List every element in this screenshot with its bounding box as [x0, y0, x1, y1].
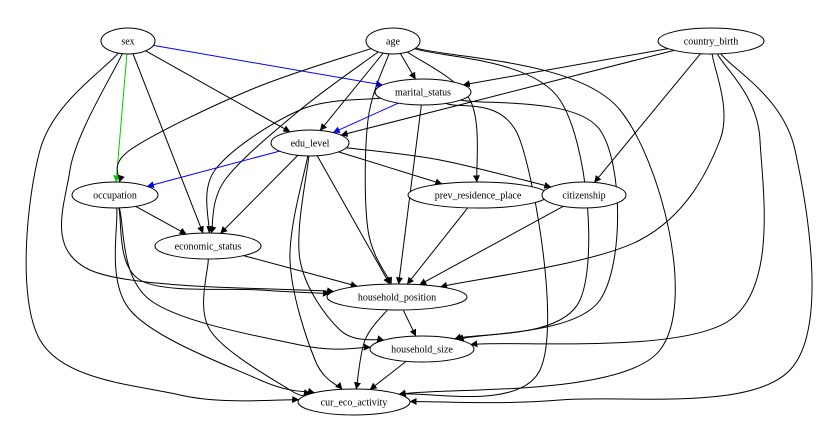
edge-age-to-household_position [364, 53, 392, 285]
edge-age-to-occupation [116, 48, 372, 183]
node-economic_status-label: economic_status [175, 242, 242, 253]
edge-country_birth-to-household_size [470, 53, 765, 348]
node-occupation-ellipse [71, 181, 159, 209]
node-sex: sex [100, 27, 156, 55]
edge-occupation-to-economic_status [135, 205, 187, 235]
node-marital_status-ellipse [374, 78, 472, 106]
node-household_position: household_position [326, 283, 468, 311]
edge-occupation-to-cur_eco_activity [114, 207, 315, 395]
edge-country_birth-to-citizenship [594, 53, 701, 183]
node-age-ellipse [365, 27, 421, 55]
edge-occupation-to-household_size [118, 207, 371, 351]
edge-marital_status-to-edu_level [332, 102, 399, 133]
node-prev_residence_place-label: prev_residence_place [435, 191, 522, 202]
node-edu_level-ellipse [270, 129, 350, 157]
node-edu_level-label: edu_level [291, 139, 330, 150]
edge-age-to-edu_level [319, 52, 384, 131]
edge-household_position-to-household_size [402, 309, 417, 337]
edge-sex-to-economic_status [132, 53, 204, 234]
edge-edu_level-to-economic_status [220, 154, 299, 234]
node-marital_status: marital_status [374, 78, 472, 106]
node-occupation: occupation [71, 181, 159, 209]
edge-edu_level-to-cur_eco_activity [289, 155, 343, 390]
node-cur_eco_activity-label: cur_eco_activity [321, 398, 388, 409]
edge-age-to-economic_status [209, 51, 379, 234]
node-household_position-label: household_position [358, 293, 436, 304]
nodes-layer: sex age country_birth marital_status edu_lev… [71, 27, 765, 416]
edge-edu_level-to-household_size [298, 155, 385, 343]
node-economic_status: economic_status [154, 232, 262, 260]
edge-country_birth-to-marital_status [462, 48, 669, 88]
edge-age-to-cur_eco_activity [398, 47, 676, 397]
edge-age-to-marital_status [399, 53, 416, 80]
node-marital_status-label: marital_status [395, 88, 451, 99]
node-country_birth: country_birth [657, 27, 765, 55]
node-age: age [365, 27, 421, 55]
edge-edu_level-to-citizenship [346, 147, 552, 189]
edge-prev_residence_place-to-household_position [406, 207, 469, 285]
edge-marital_status-to-household_size [456, 99, 619, 341]
node-citizenship: citizenship [541, 181, 627, 209]
node-citizenship-ellipse [541, 181, 627, 209]
node-sex-label: sex [121, 37, 134, 48]
edge-sex-to-marital_status [153, 44, 383, 88]
edge-edu_level-to-occupation [146, 150, 280, 189]
edge-citizenship-to-household_position [419, 205, 564, 286]
edge-country_birth-to-cur_eco_activity [409, 53, 813, 405]
edge-sex-to-cur_eco_activity [25, 52, 300, 404]
edge-sex-to-household_position [60, 53, 335, 295]
node-citizenship-label: citizenship [562, 191, 605, 202]
node-country_birth-label: country_birth [684, 37, 738, 48]
edge-sex-to-edu_level [145, 50, 291, 133]
node-sex-ellipse [100, 27, 156, 55]
edge-marital_status-to-economic_status [206, 97, 381, 234]
edge-sex-to-occupation [113, 53, 128, 183]
edge-age-to-prev_residence_place [407, 51, 480, 183]
edge-country_birth-to-edu_level [340, 49, 675, 137]
node-household_size: household_size [369, 335, 475, 363]
node-age-label: age [386, 37, 400, 48]
edge-occupation-to-household_position [118, 207, 330, 297]
node-prev_residence_place: prev_residence_place [407, 181, 549, 209]
node-household_size-label: household_size [391, 345, 453, 356]
edge-edu_level-to-household_position [316, 155, 391, 285]
node-household_position-ellipse [326, 283, 468, 311]
edge-economic_status-to-household_position [243, 255, 358, 288]
edge-household_size-to-cur_eco_activity [369, 360, 407, 390]
edge-edu_level-to-prev_residence_place [338, 151, 443, 186]
edge-marital_status-to-cur_eco_activity [398, 102, 549, 398]
node-occupation-label: occupation [93, 191, 137, 202]
edge-household_position-to-cur_eco_activity [354, 309, 388, 390]
edge-country_birth-to-household_position [440, 53, 725, 289]
node-country_birth-ellipse [657, 27, 765, 55]
node-cur_eco_activity: cur_eco_activity [297, 388, 411, 416]
node-household_size-ellipse [369, 335, 475, 363]
node-cur_eco_activity-ellipse [297, 388, 411, 416]
node-economic_status-ellipse [154, 232, 262, 260]
node-edu_level: edu_level [270, 129, 350, 157]
